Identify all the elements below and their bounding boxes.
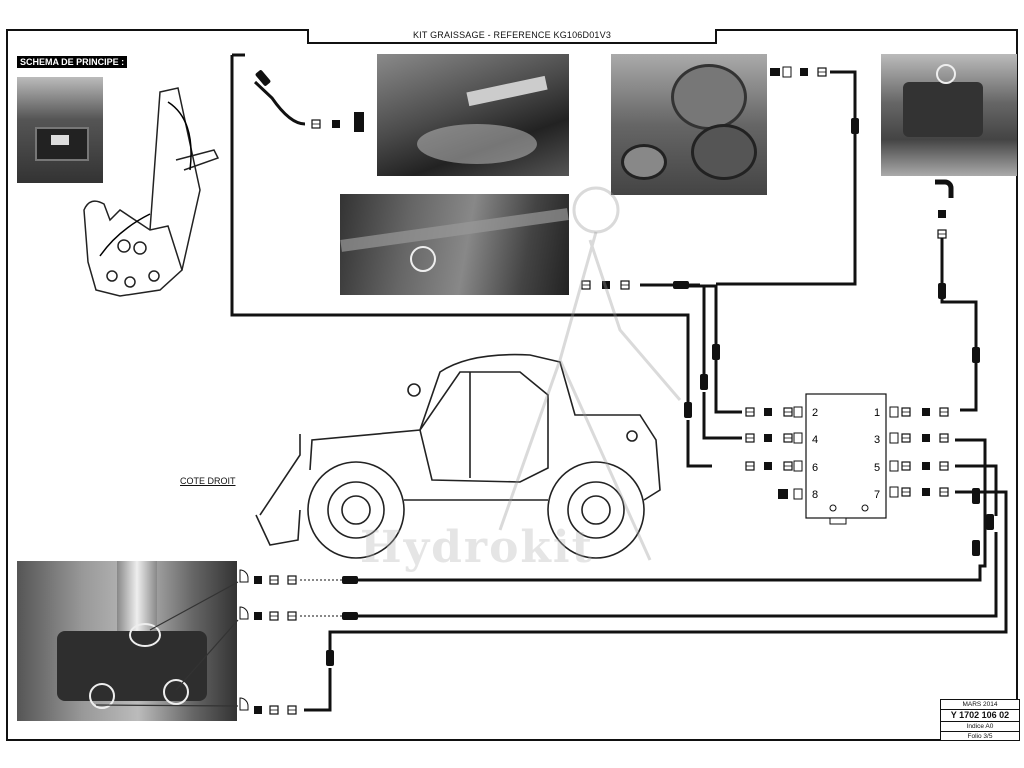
left-block-fittings bbox=[745, 406, 803, 500]
port-3: 3 bbox=[874, 434, 880, 446]
cartouche-reference: Y 1702 106 02 bbox=[941, 710, 1019, 722]
hitch-sketch bbox=[83, 87, 220, 297]
schema-label: SCHEMA DE PRINCIPE : bbox=[17, 56, 128, 68]
port-numbers: 2 4 6 8 1 3 5 7 bbox=[812, 407, 880, 501]
cartouche-date: MARS 2014 bbox=[941, 700, 1019, 710]
line-port7 bbox=[304, 490, 1008, 712]
title-cartouche: MARS 2014 Y 1702 106 02 Indice A0 Folio … bbox=[940, 699, 1020, 741]
right-block-fittings bbox=[889, 406, 949, 498]
photo-boom-head bbox=[17, 561, 237, 721]
photo-pivot bbox=[611, 54, 767, 195]
line-pivot bbox=[716, 70, 857, 286]
line-port5 bbox=[345, 464, 998, 618]
line-port4 bbox=[702, 286, 742, 440]
photo-hitch-top-left bbox=[17, 77, 103, 183]
distribution-block bbox=[805, 393, 887, 519]
line-topright bbox=[940, 232, 978, 412]
side-label: COTE DROIT bbox=[180, 476, 236, 486]
port-8: 8 bbox=[812, 489, 818, 501]
line-port2 bbox=[230, 55, 712, 468]
bottom-fittings bbox=[239, 569, 358, 715]
photo-axle-top-right bbox=[881, 54, 1017, 176]
photo-cylinder bbox=[340, 194, 569, 295]
drawing-title: KIT GRAISSAGE - REFERENCE KG106D01V3 bbox=[307, 29, 717, 44]
port-2: 2 bbox=[812, 407, 818, 419]
port-6: 6 bbox=[812, 462, 818, 474]
grease-lines bbox=[230, 53, 1008, 712]
port-1: 1 bbox=[874, 407, 880, 419]
port-4: 4 bbox=[812, 434, 818, 446]
cartouche-folio: Folio 3/5 bbox=[967, 733, 993, 740]
port-7: 7 bbox=[874, 489, 880, 501]
photo-chassis-1 bbox=[377, 54, 569, 176]
watermark-text: Hydrokit bbox=[360, 522, 594, 573]
watermark-figure bbox=[498, 186, 682, 561]
cartouche-index: Indice A0 bbox=[941, 722, 1019, 732]
line-port3 bbox=[345, 438, 987, 582]
port-5: 5 bbox=[874, 462, 880, 474]
telehandler-sketch bbox=[255, 353, 661, 559]
